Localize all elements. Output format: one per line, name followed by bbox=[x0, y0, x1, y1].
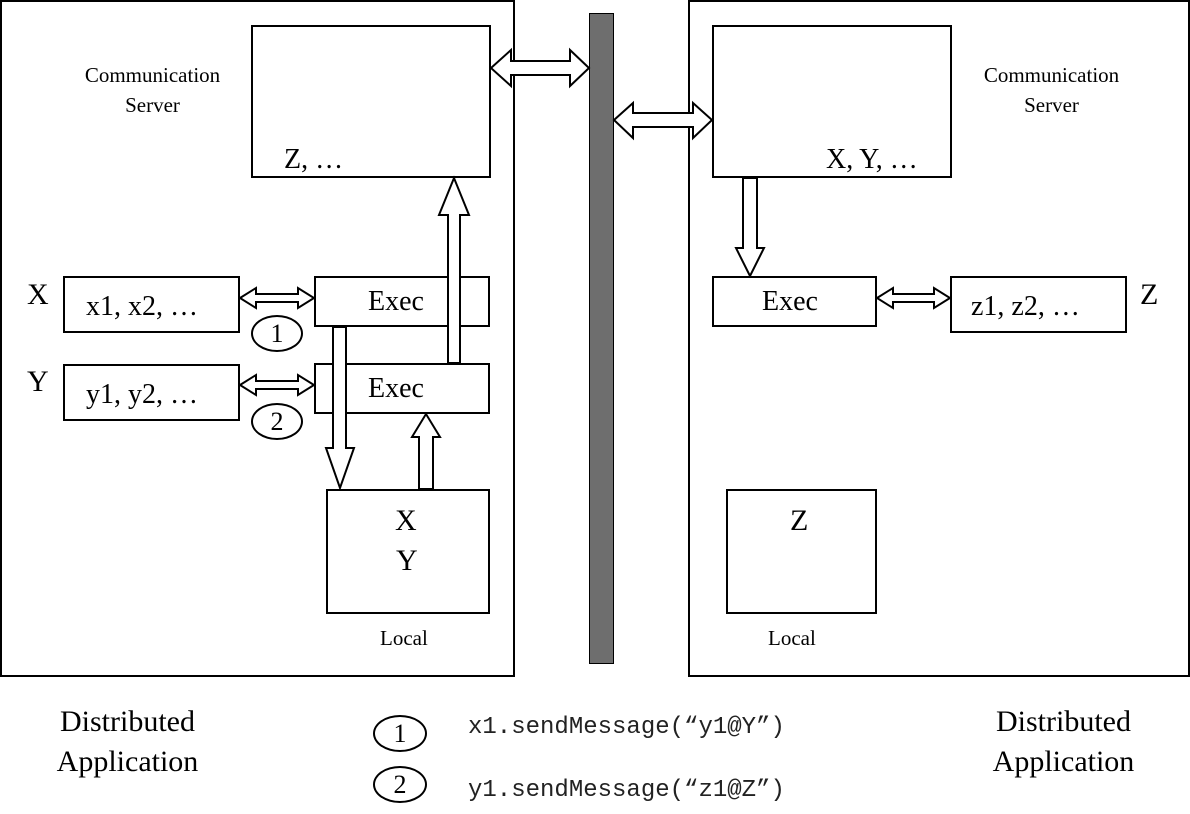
right-app-label: Distributed Application bbox=[976, 702, 1151, 782]
left-app-label-line1: Distributed bbox=[60, 705, 195, 738]
var-x-box bbox=[63, 276, 240, 333]
step1-number: 1 bbox=[270, 319, 284, 348]
right-local-contents: Z bbox=[790, 504, 809, 537]
var-y-name: Y bbox=[27, 365, 49, 398]
network-right-server-arrow bbox=[612, 100, 714, 141]
right-app-label-line2: Application bbox=[992, 745, 1135, 778]
left-local-label: Local bbox=[380, 626, 428, 650]
left-server-contents: Z, … bbox=[284, 144, 344, 175]
var-y-values: y1, y2, … bbox=[86, 379, 198, 410]
left-comm-server-box bbox=[251, 25, 491, 178]
right-local-label: Local bbox=[768, 626, 816, 650]
legend-1-code: x1.sendMessage(“y1@Y”) bbox=[468, 714, 785, 741]
var-z-values: z1, z2, … bbox=[971, 291, 1080, 322]
step2-number: 2 bbox=[270, 407, 284, 436]
exec-z-double-arrow bbox=[875, 286, 952, 310]
legend-1-circle: 1 bbox=[373, 715, 427, 752]
right-app-label-line1: Distributed bbox=[996, 705, 1131, 738]
var-x-values: x1, x2, … bbox=[86, 291, 198, 322]
left-app-label-line2: Application bbox=[56, 745, 199, 778]
legend-2-code: y1.sendMessage(“z1@Z”) bbox=[468, 777, 785, 804]
step2-circle: 2 bbox=[251, 403, 303, 440]
right-comm-server-label: Communication Server bbox=[959, 60, 1144, 120]
left-comm-server-label-line1: Communication bbox=[84, 63, 221, 87]
exec-bottom-label: Exec bbox=[368, 373, 424, 404]
right-comm-server-label-line1: Communication bbox=[983, 63, 1120, 87]
step1-circle: 1 bbox=[251, 315, 303, 352]
left-local-contents-x: X bbox=[395, 504, 417, 537]
legend-2-circle: 2 bbox=[373, 766, 427, 803]
right-comm-server-box bbox=[712, 25, 952, 178]
right-comm-server-label-line2: Server bbox=[1024, 93, 1079, 117]
server-to-exec-down-arrow bbox=[734, 177, 766, 279]
var-z-box bbox=[950, 276, 1127, 333]
legend-1-number: 1 bbox=[393, 719, 407, 748]
exec-to-server-up-arrow bbox=[437, 175, 471, 364]
left-local-box bbox=[326, 489, 490, 614]
y-exec-double-arrow bbox=[238, 373, 316, 397]
right-server-contents: X, Y, … bbox=[826, 144, 918, 175]
legend-2-number: 2 bbox=[393, 770, 407, 799]
left-comm-server-label: Communication Server bbox=[60, 60, 245, 120]
left-app-label: Distributed Application bbox=[40, 702, 215, 782]
var-z-name: Z bbox=[1140, 278, 1159, 311]
right-exec-box bbox=[712, 276, 877, 327]
left-local-contents-y: Y bbox=[396, 544, 418, 577]
exec-top-label: Exec bbox=[368, 286, 424, 317]
x-exec-double-arrow bbox=[238, 286, 316, 310]
network-bar bbox=[589, 13, 614, 664]
var-y-box bbox=[63, 364, 240, 421]
local-to-exec-up-arrow bbox=[410, 412, 442, 490]
right-local-box bbox=[726, 489, 877, 614]
exec-to-local-down-arrow bbox=[324, 326, 356, 492]
left-server-network-arrow bbox=[489, 47, 591, 89]
var-x-name: X bbox=[27, 278, 49, 311]
left-comm-server-label-line2: Server bbox=[125, 93, 180, 117]
right-exec-label: Exec bbox=[762, 286, 818, 317]
